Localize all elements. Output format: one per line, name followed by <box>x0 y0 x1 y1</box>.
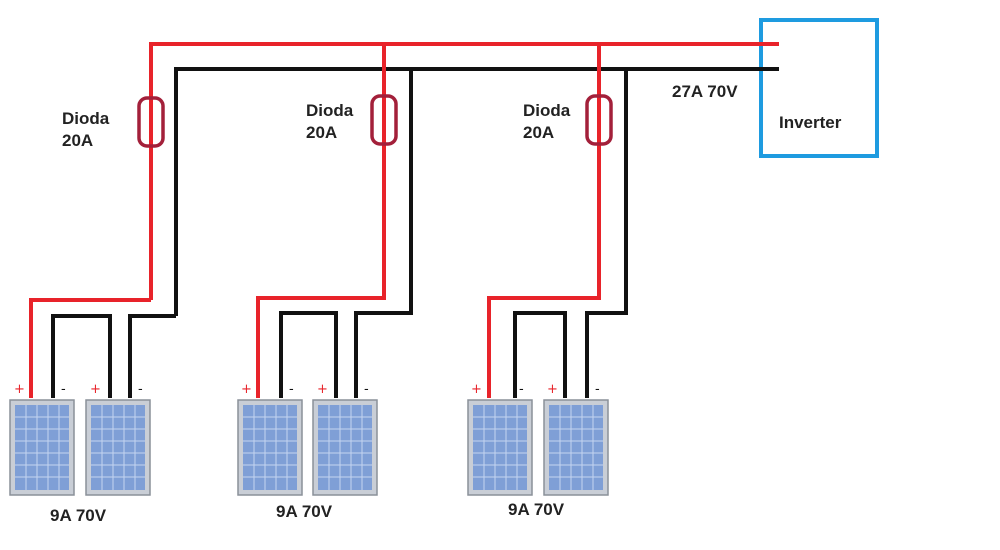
panel-minus-sign: - <box>138 382 143 397</box>
diode-3-label-line2: 20A <box>523 123 554 142</box>
diode-3-label-line1: Dioda <box>523 101 571 120</box>
positive-bus-wire <box>149 42 779 300</box>
string-1-negative-wire <box>128 314 176 398</box>
output-label: 27A 70V <box>672 82 738 101</box>
diode-1-label-line2: 20A <box>62 131 93 150</box>
string-2-label: 9A 70V <box>276 502 333 521</box>
string-1-positive-wire <box>29 298 151 398</box>
inverter-box <box>759 18 879 158</box>
panel-minus-sign: - <box>61 382 66 397</box>
panel-plus-sign: + <box>317 382 328 397</box>
string-2-series-link <box>279 311 338 398</box>
solar-panel-icon <box>312 399 378 496</box>
diode-3-icon <box>585 94 613 146</box>
solar-panel-icon <box>85 399 151 496</box>
string-2-negative-wire <box>354 69 413 398</box>
string-3-positive-wire <box>487 44 601 398</box>
solar-panel-icon <box>543 399 609 496</box>
string-2: Dioda 20A + - + <box>237 44 413 521</box>
string-1: Dioda 20A + - + <box>9 96 176 525</box>
solar-panel-icon <box>9 399 75 496</box>
panel-plus-sign: + <box>90 382 101 397</box>
string-3-negative-wire <box>585 69 628 398</box>
panel-minus-sign: - <box>519 382 524 397</box>
panel-plus-sign: + <box>241 382 252 397</box>
panel-minus-sign: - <box>289 382 294 397</box>
diode-1-label-line1: Dioda <box>62 109 110 128</box>
string-3: Dioda 20A + - + <box>467 44 628 519</box>
string-3-series-link <box>513 311 567 398</box>
diode-2-label-line2: 20A <box>306 123 337 142</box>
solar-panel-icon <box>237 399 303 496</box>
diode-2-icon <box>370 94 398 146</box>
panel-plus-sign: + <box>471 382 482 397</box>
panel-minus-sign: - <box>595 382 600 397</box>
panel-plus-sign: + <box>547 382 558 397</box>
string-1-series-link <box>51 314 112 398</box>
inverter-label: Inverter <box>779 113 842 132</box>
negative-bus-wire <box>174 67 779 316</box>
string-2-positive-wire <box>256 44 386 398</box>
string-3-label: 9A 70V <box>508 500 565 519</box>
panel-minus-sign: - <box>364 382 369 397</box>
panel-plus-sign: + <box>14 382 25 397</box>
diode-1-icon <box>137 96 165 148</box>
string-1-label: 9A 70V <box>50 506 107 525</box>
diode-2-label-line1: Dioda <box>306 101 354 120</box>
solar-panel-icon <box>467 399 533 496</box>
